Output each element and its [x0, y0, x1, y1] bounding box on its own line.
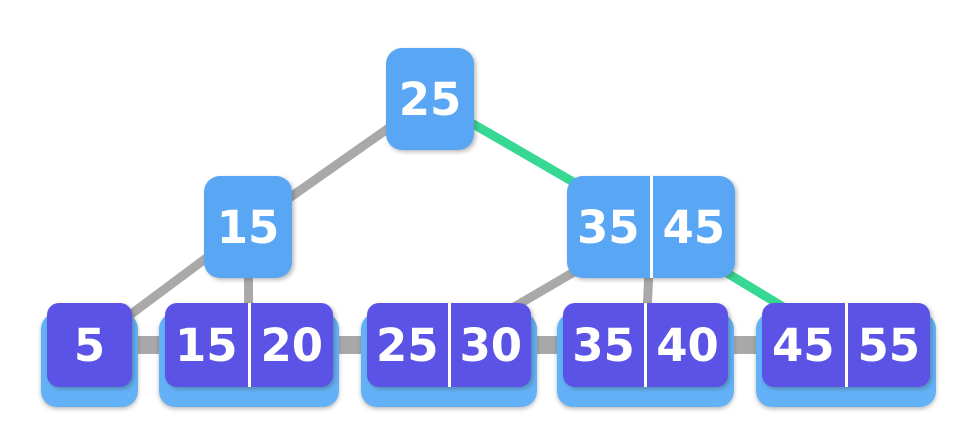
node-body: 5 — [47, 303, 132, 387]
node-key-45: 45 — [649, 176, 736, 278]
node-key-15: 15 — [174, 318, 238, 372]
node-key-5: 5 — [73, 318, 106, 372]
node-key-40: 40 — [644, 303, 728, 387]
node-key-35: 35 — [576, 200, 640, 254]
node-body: 25 — [386, 48, 474, 150]
node-key-55: 55 — [844, 303, 931, 387]
internal-node-25: 25 — [386, 48, 474, 150]
node-body: 15 — [204, 176, 292, 278]
node-key-30: 30 — [447, 303, 532, 387]
internal-node-15: 15 — [204, 176, 292, 278]
node-key-15: 15 — [216, 200, 280, 254]
leaf-node-5: 5 — [41, 303, 138, 407]
node-key-20: 20 — [247, 303, 334, 387]
node-key-25: 25 — [375, 318, 439, 372]
node-key-25: 25 — [398, 72, 462, 126]
node-key-45: 45 — [771, 318, 835, 372]
node-key-35: 35 — [572, 318, 635, 372]
